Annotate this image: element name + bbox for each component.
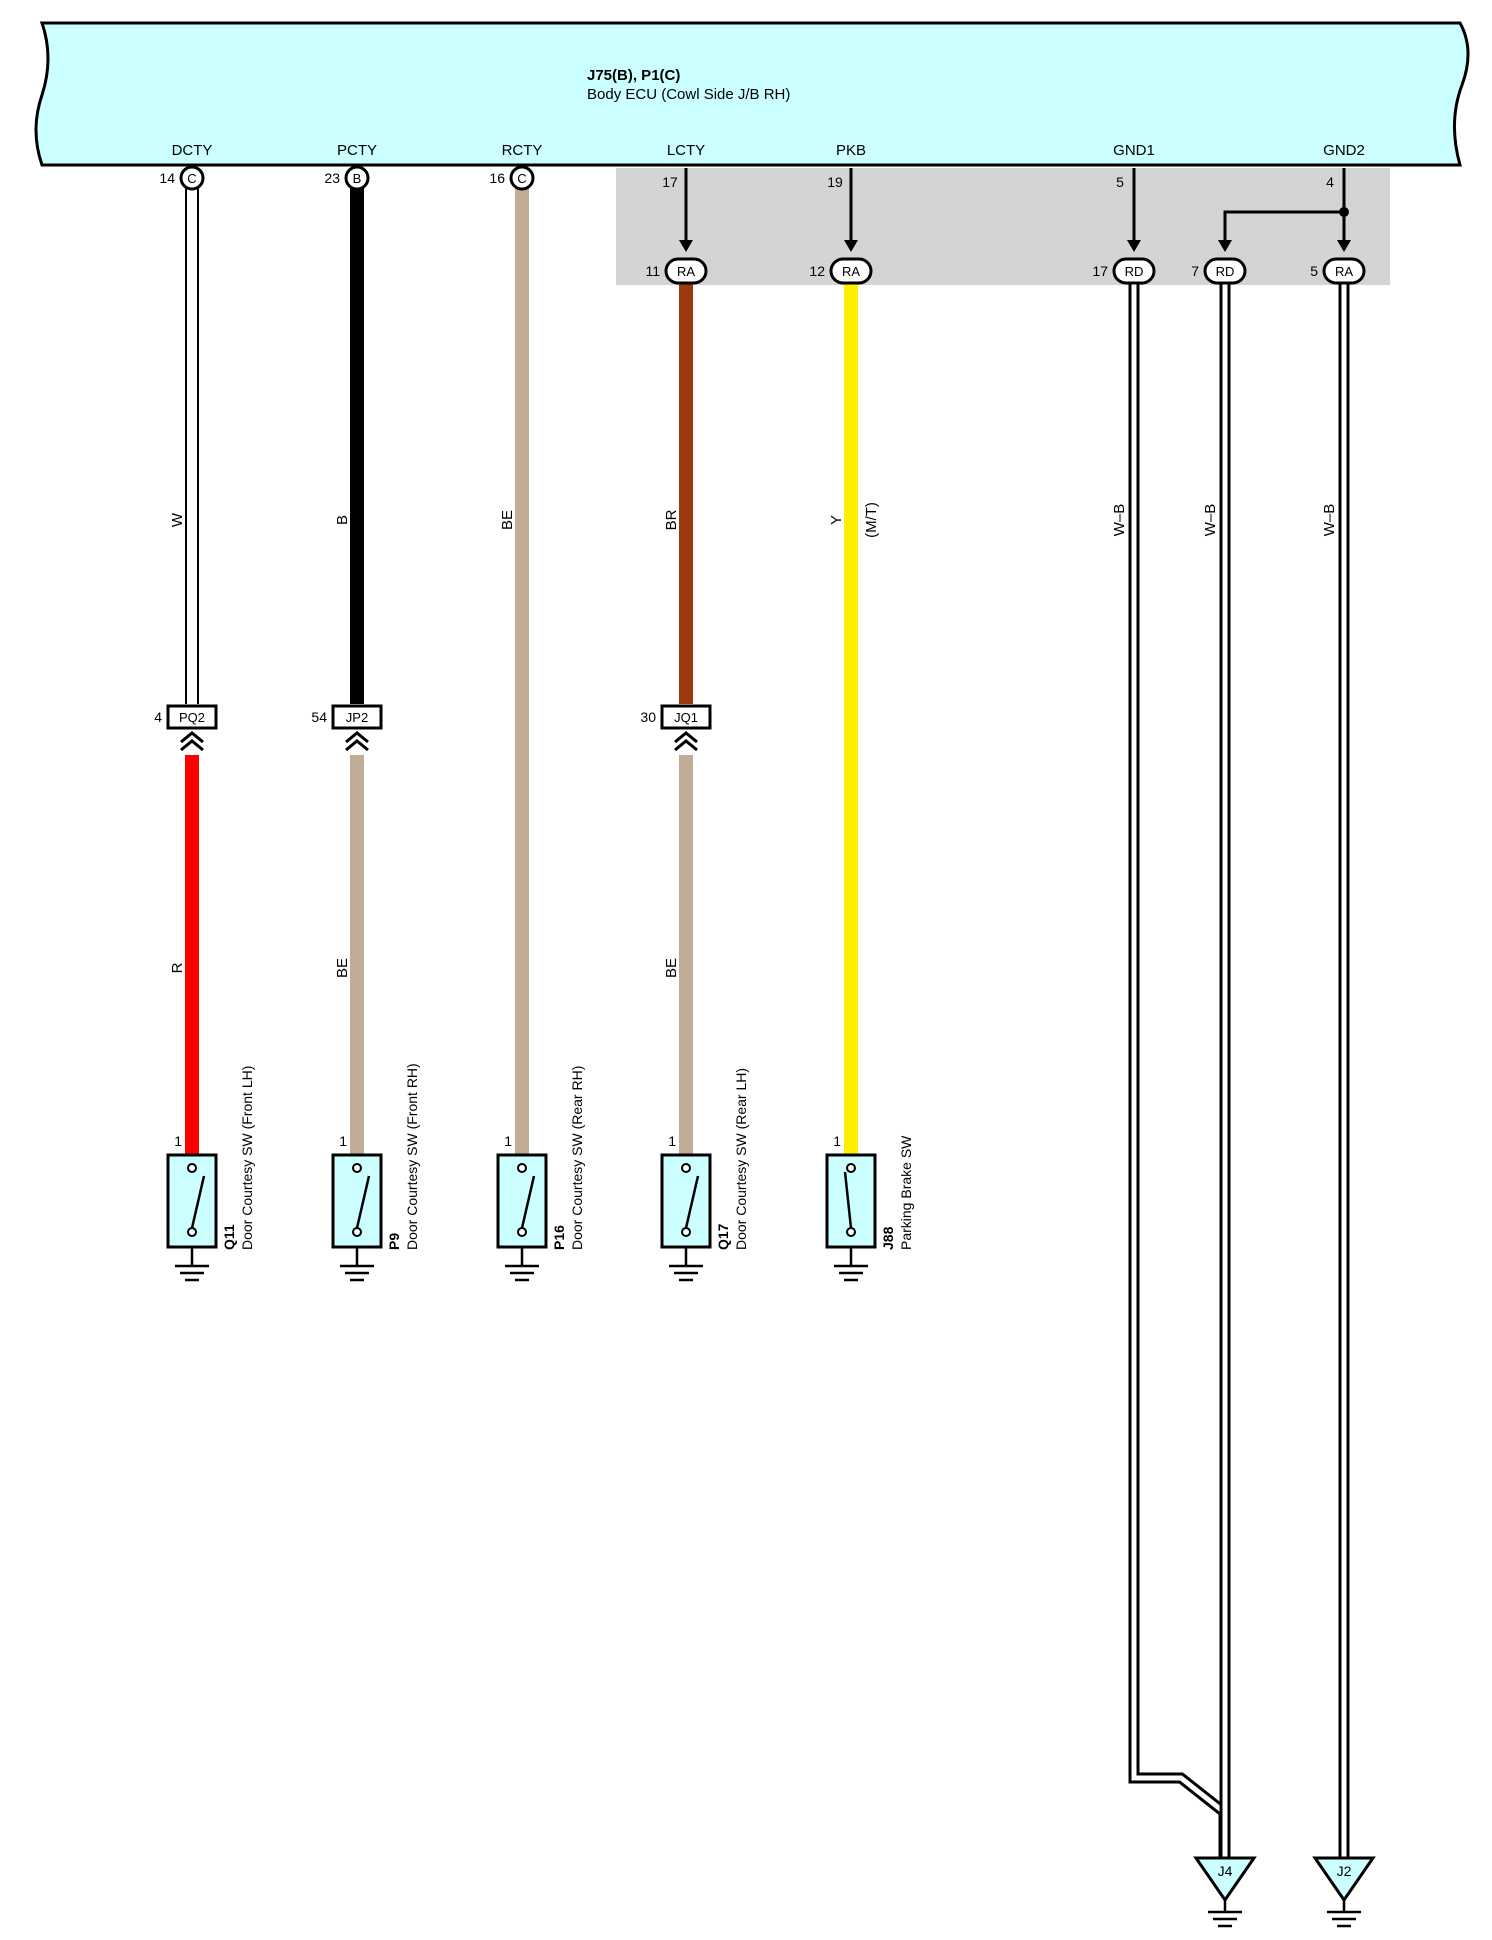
- wire-color-label: BR: [663, 509, 680, 530]
- terminal-rcty: RCTY: [502, 142, 543, 159]
- component-code: Q11: [221, 1224, 237, 1250]
- wire-color-label: B: [334, 515, 351, 525]
- terminal-dcty: DCTY: [172, 142, 213, 159]
- wire-dcty-lower: [185, 755, 199, 1155]
- component-name: Parking Brake SW: [898, 1135, 914, 1250]
- component-code: P9: [386, 1233, 402, 1250]
- wire-color-label: Y: [828, 515, 845, 525]
- wire-pkb: [844, 283, 858, 1155]
- component-name: Door Courtesy SW (Rear LH): [733, 1068, 749, 1250]
- svg-text:RA: RA: [1335, 264, 1353, 279]
- wire-pcty-lower: [350, 755, 364, 1155]
- pin-number: 11: [645, 263, 660, 279]
- pin-number: 19: [827, 174, 843, 190]
- switch-p16: 1: [496, 1133, 548, 1282]
- svg-text:J2: J2: [1337, 1863, 1352, 1879]
- jb-connector: RD: [1112, 257, 1156, 285]
- switch-q17: 1: [660, 1133, 712, 1282]
- wire-gnd2-jb-lead: [1218, 168, 1351, 252]
- ecu-subtitle: Body ECU (Cowl Side J/B RH): [587, 86, 790, 103]
- ecu-pin-connector: C: [509, 165, 535, 191]
- svg-text:RD: RD: [1125, 264, 1144, 279]
- wire-color-label: BE: [334, 958, 351, 978]
- pin-number: 1: [833, 1133, 841, 1149]
- junction-block-area: [616, 168, 1390, 285]
- pin-number: 5: [1116, 174, 1124, 190]
- wire-pkb-jb-lead: [844, 168, 858, 252]
- wire-color-label: BE: [499, 510, 516, 530]
- inline-connector: JQ1: [660, 704, 712, 752]
- pin-number: 54: [311, 709, 327, 725]
- wire-color-label: W–B: [1202, 504, 1219, 537]
- component-code: Q17: [715, 1223, 731, 1250]
- component-code: J88: [880, 1226, 896, 1250]
- wire-color-label: W: [169, 512, 186, 527]
- wire-color-label: BE: [663, 958, 680, 978]
- pin-number: 1: [504, 1133, 512, 1149]
- wire-pcty-upper: [350, 187, 364, 704]
- switch-p9: 1: [331, 1133, 383, 1282]
- jb-connector: RA: [664, 257, 708, 285]
- pin-number: 1: [174, 1133, 182, 1149]
- wire-note-label: (M/T): [863, 502, 880, 538]
- pin-number: 4: [154, 709, 162, 725]
- wire-color-label: W–B: [1321, 504, 1338, 537]
- wire-dcty-upper: [185, 187, 199, 704]
- svg-text:B: B: [353, 171, 362, 186]
- pin-number: 12: [809, 263, 825, 279]
- inline-connector: PQ2: [166, 704, 218, 752]
- wire-color-label: R: [169, 962, 186, 973]
- svg-text:RD: RD: [1216, 264, 1235, 279]
- terminal-gnd1: GND1: [1113, 142, 1155, 159]
- svg-text:PQ2: PQ2: [179, 710, 205, 725]
- pin-number: 7: [1191, 263, 1199, 279]
- ecu-title: J75(B), P1(C): [587, 67, 680, 84]
- pin-number: 17: [1092, 263, 1108, 279]
- pin-number: 14: [159, 170, 175, 186]
- ecu-pin-connector: B: [344, 165, 370, 191]
- pin-number: 16: [489, 170, 505, 186]
- svg-text:C: C: [187, 171, 196, 186]
- wire-lcty-upper: [679, 283, 693, 704]
- wire-gnd1-jb-lead: [1127, 168, 1141, 252]
- component-name: Door Courtesy SW (Rear RH): [569, 1066, 585, 1250]
- pin-number: 23: [324, 170, 340, 186]
- pin-number: 30: [640, 709, 656, 725]
- pin-number: 1: [668, 1133, 676, 1149]
- terminal-pcty: PCTY: [337, 142, 377, 159]
- component-code: P16: [551, 1225, 567, 1250]
- wire-lcty-lower: [679, 755, 693, 1155]
- svg-text:JQ1: JQ1: [674, 710, 698, 725]
- svg-text:RA: RA: [842, 264, 860, 279]
- pin-number: 17: [662, 174, 678, 190]
- terminal-gnd2: GND2: [1323, 142, 1365, 159]
- svg-text:RA: RA: [677, 264, 695, 279]
- svg-text:C: C: [517, 171, 526, 186]
- wire-rcty: [515, 187, 529, 1155]
- terminal-lcty: LCTY: [667, 142, 705, 159]
- terminal-pkb: PKB: [836, 142, 866, 159]
- body-ecu-box: [34, 21, 1470, 167]
- jb-connector: RD: [1203, 257, 1247, 285]
- pin-number: 5: [1310, 263, 1318, 279]
- ecu-pin-connector: C: [179, 165, 205, 191]
- svg-text:JP2: JP2: [346, 710, 368, 725]
- ground-point-j4: J4: [1193, 1856, 1257, 1928]
- jb-connector: RA: [829, 257, 873, 285]
- wire-lcty-jb-lead: [679, 168, 693, 252]
- pin-number: 1: [339, 1133, 347, 1149]
- ground-point-j2: J2: [1312, 1856, 1376, 1928]
- switch-j88: 1: [825, 1133, 877, 1282]
- jb-connector: RA: [1322, 257, 1366, 285]
- pin-number: 4: [1326, 174, 1334, 190]
- inline-connector: JP2: [331, 704, 383, 752]
- component-name: Door Courtesy SW (Front LH): [239, 1066, 255, 1250]
- svg-text:J4: J4: [1218, 1863, 1233, 1879]
- component-name: Door Courtesy SW (Front RH): [404, 1063, 420, 1250]
- switch-q11: 1: [166, 1133, 218, 1282]
- wire-color-label: W–B: [1111, 504, 1128, 537]
